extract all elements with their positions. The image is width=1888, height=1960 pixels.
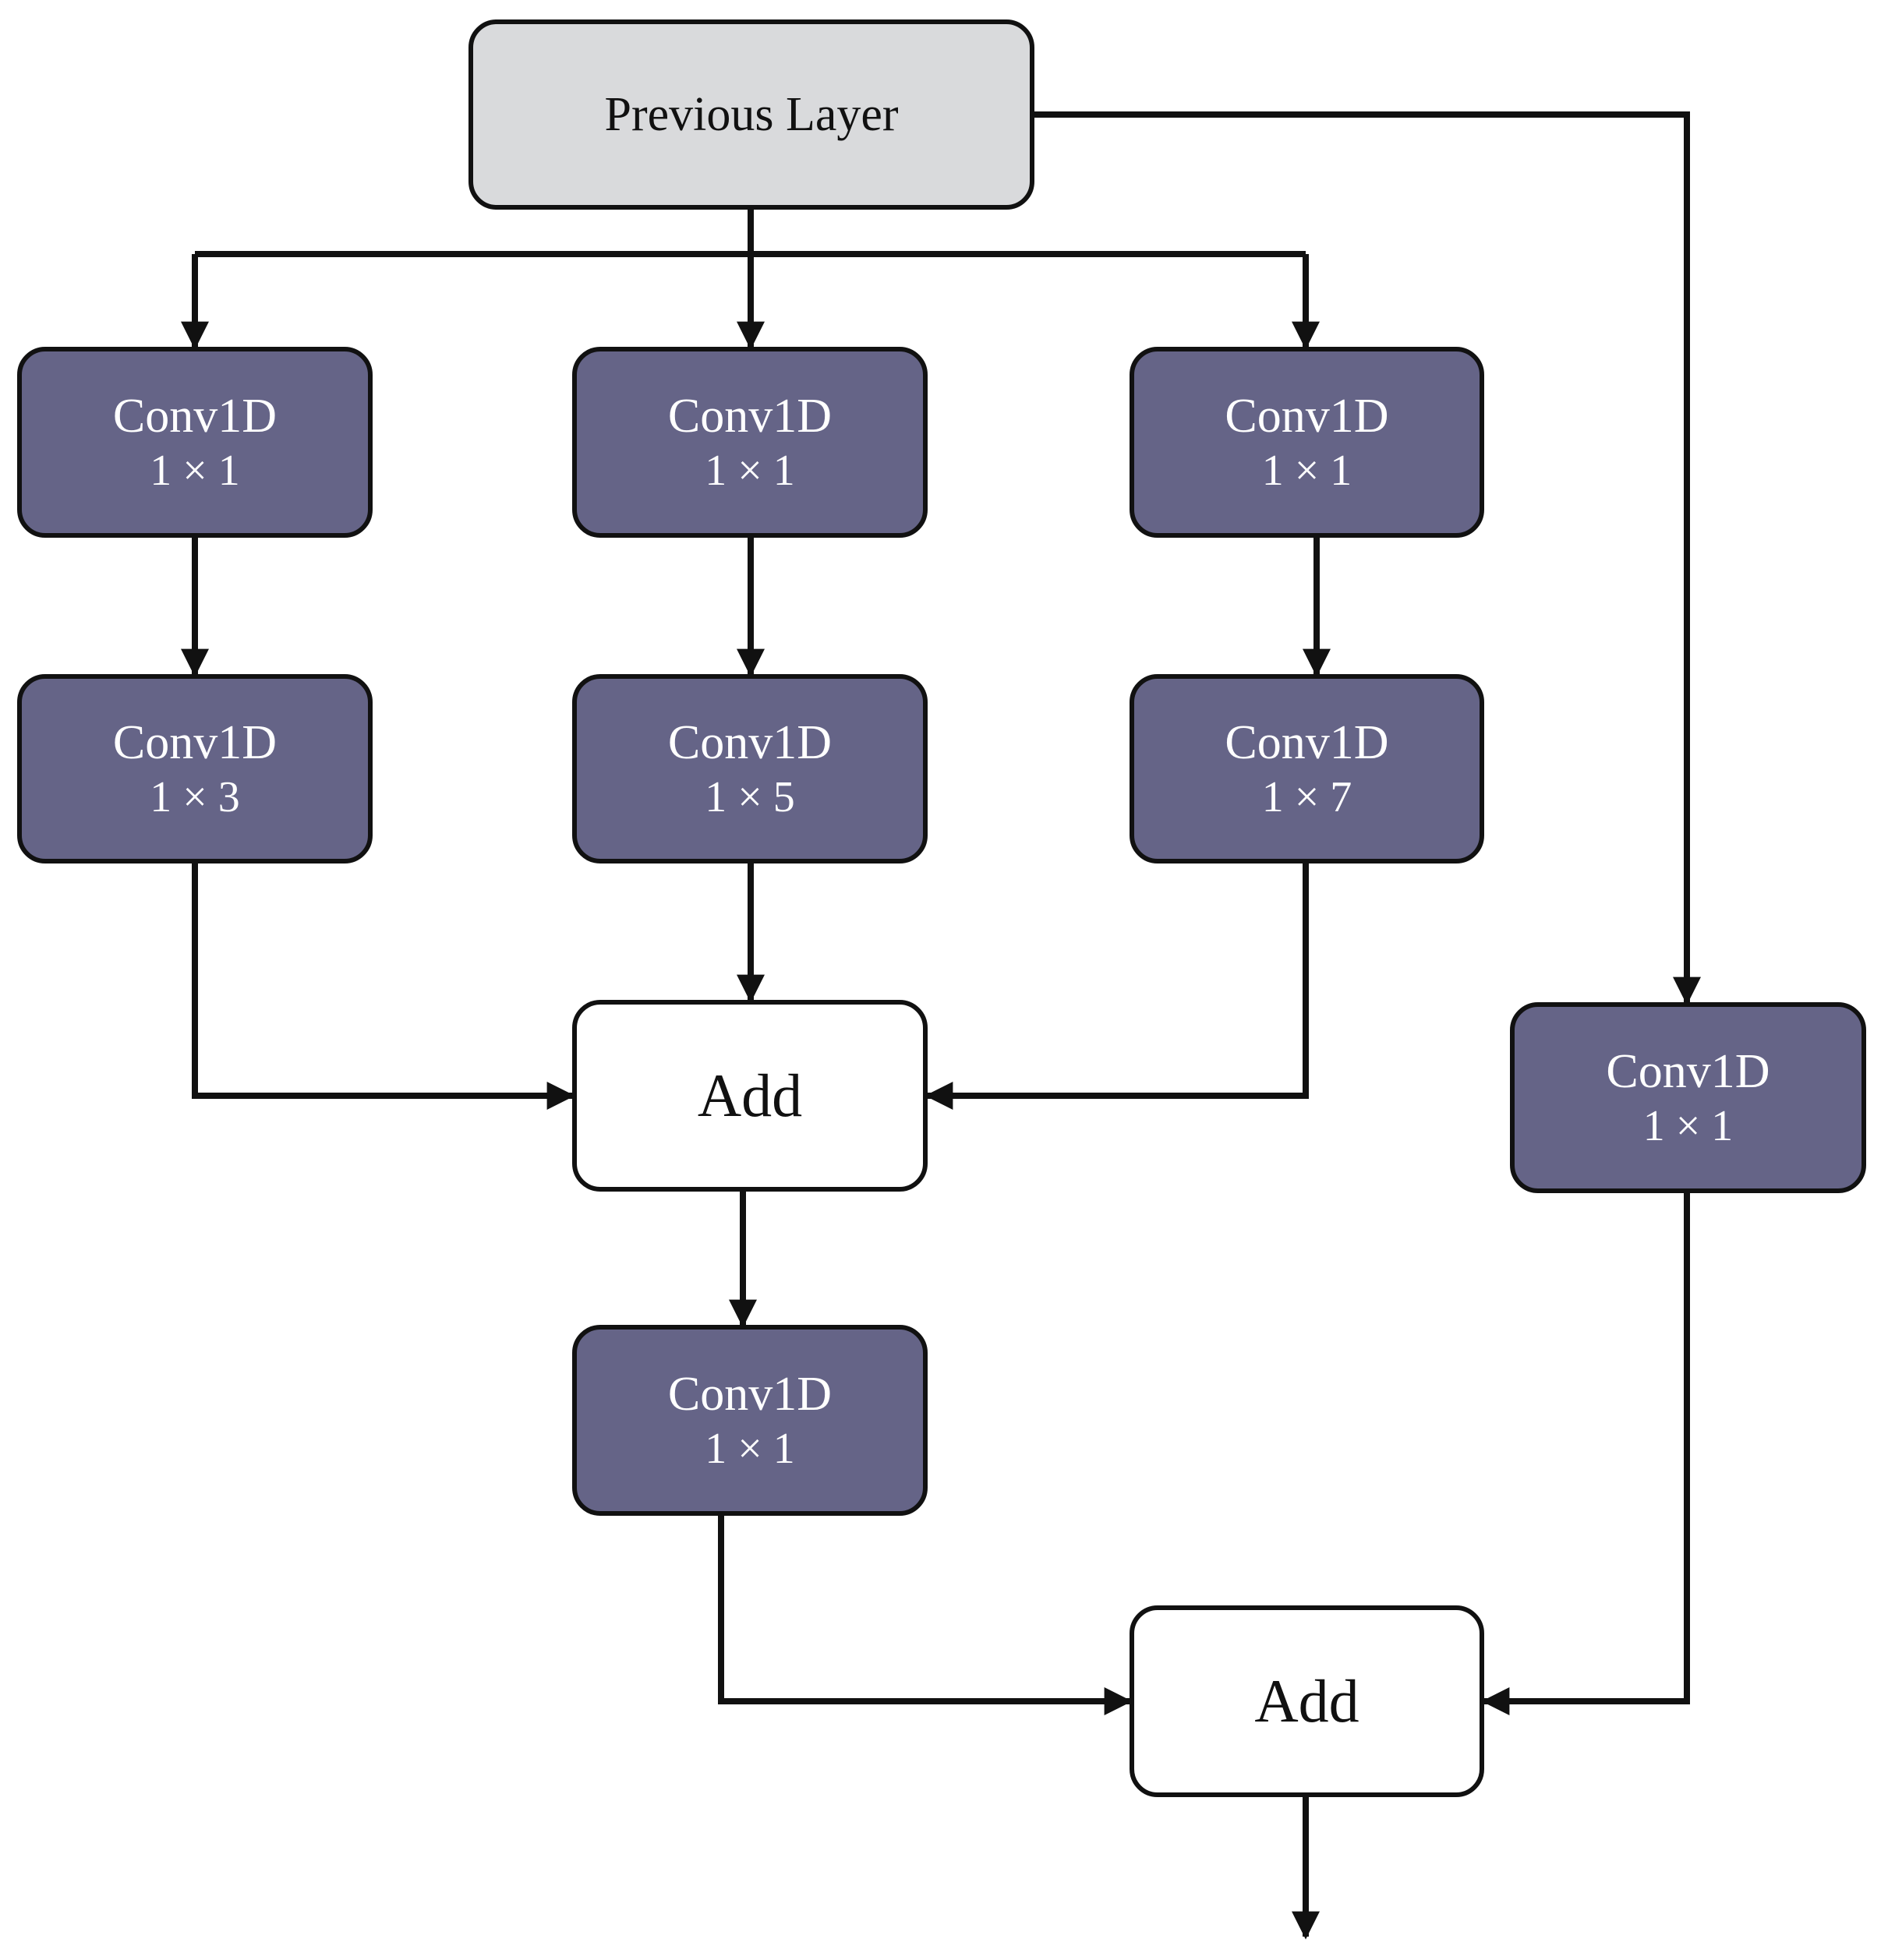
conv-label: Conv1D: [667, 389, 833, 443]
previous-layer-node: Previous Layer: [468, 19, 1034, 210]
conv-label: Conv1D: [667, 1367, 833, 1421]
shortcut-conv-node: Conv1D 1 × 1: [1510, 1002, 1866, 1193]
kernel-size: 1 × 3: [150, 773, 240, 822]
add-node-2: Add: [1130, 1605, 1484, 1797]
edge-branch3-to-add1: [925, 863, 1309, 1110]
branch2-conv2-node: Conv1D 1 × 5: [572, 674, 928, 863]
kernel-size: 1 × 1: [1261, 447, 1352, 496]
conv-label: Conv1D: [667, 715, 833, 769]
kernel-size: 1 × 7: [1261, 773, 1352, 822]
kernel-size: 1 × 5: [705, 773, 795, 822]
kernel-size: 1 × 1: [150, 447, 240, 496]
branch1-conv2-node: Conv1D 1 × 3: [17, 674, 373, 863]
merge-conv-node: Conv1D 1 × 1: [572, 1325, 928, 1516]
conv-label: Conv1D: [1225, 715, 1389, 769]
branch3-conv2-node: Conv1D 1 × 7: [1130, 674, 1484, 863]
branch2-conv1-node: Conv1D 1 × 1: [572, 347, 928, 538]
kernel-size: 1 × 1: [1642, 1102, 1734, 1151]
kernel-size: 1 × 1: [705, 1425, 795, 1474]
conv-label: Conv1D: [1225, 389, 1389, 443]
edge-merge-conv-to-add2: [718, 1516, 1133, 1715]
previous-layer-label: Previous Layer: [604, 87, 899, 141]
branch3-conv1-node: Conv1D 1 × 1: [1130, 347, 1484, 538]
kernel-size: 1 × 1: [705, 447, 795, 496]
edge-shortcut-conv-to-add2: [1481, 1193, 1690, 1715]
edge-previous-to-shortcut-conv: [1034, 111, 1701, 1005]
conv-label: Conv1D: [112, 389, 278, 443]
conv-label: Conv1D: [112, 715, 278, 769]
add-label: Add: [1254, 1667, 1359, 1736]
edge-previous-to-branch-bus: [195, 210, 1306, 257]
edge-branch1-to-add1: [192, 863, 575, 1110]
conv-label: Conv1D: [1606, 1044, 1770, 1098]
branch1-conv1-node: Conv1D 1 × 1: [17, 347, 373, 538]
add-node-1: Add: [572, 1000, 928, 1192]
add-label: Add: [697, 1061, 803, 1130]
